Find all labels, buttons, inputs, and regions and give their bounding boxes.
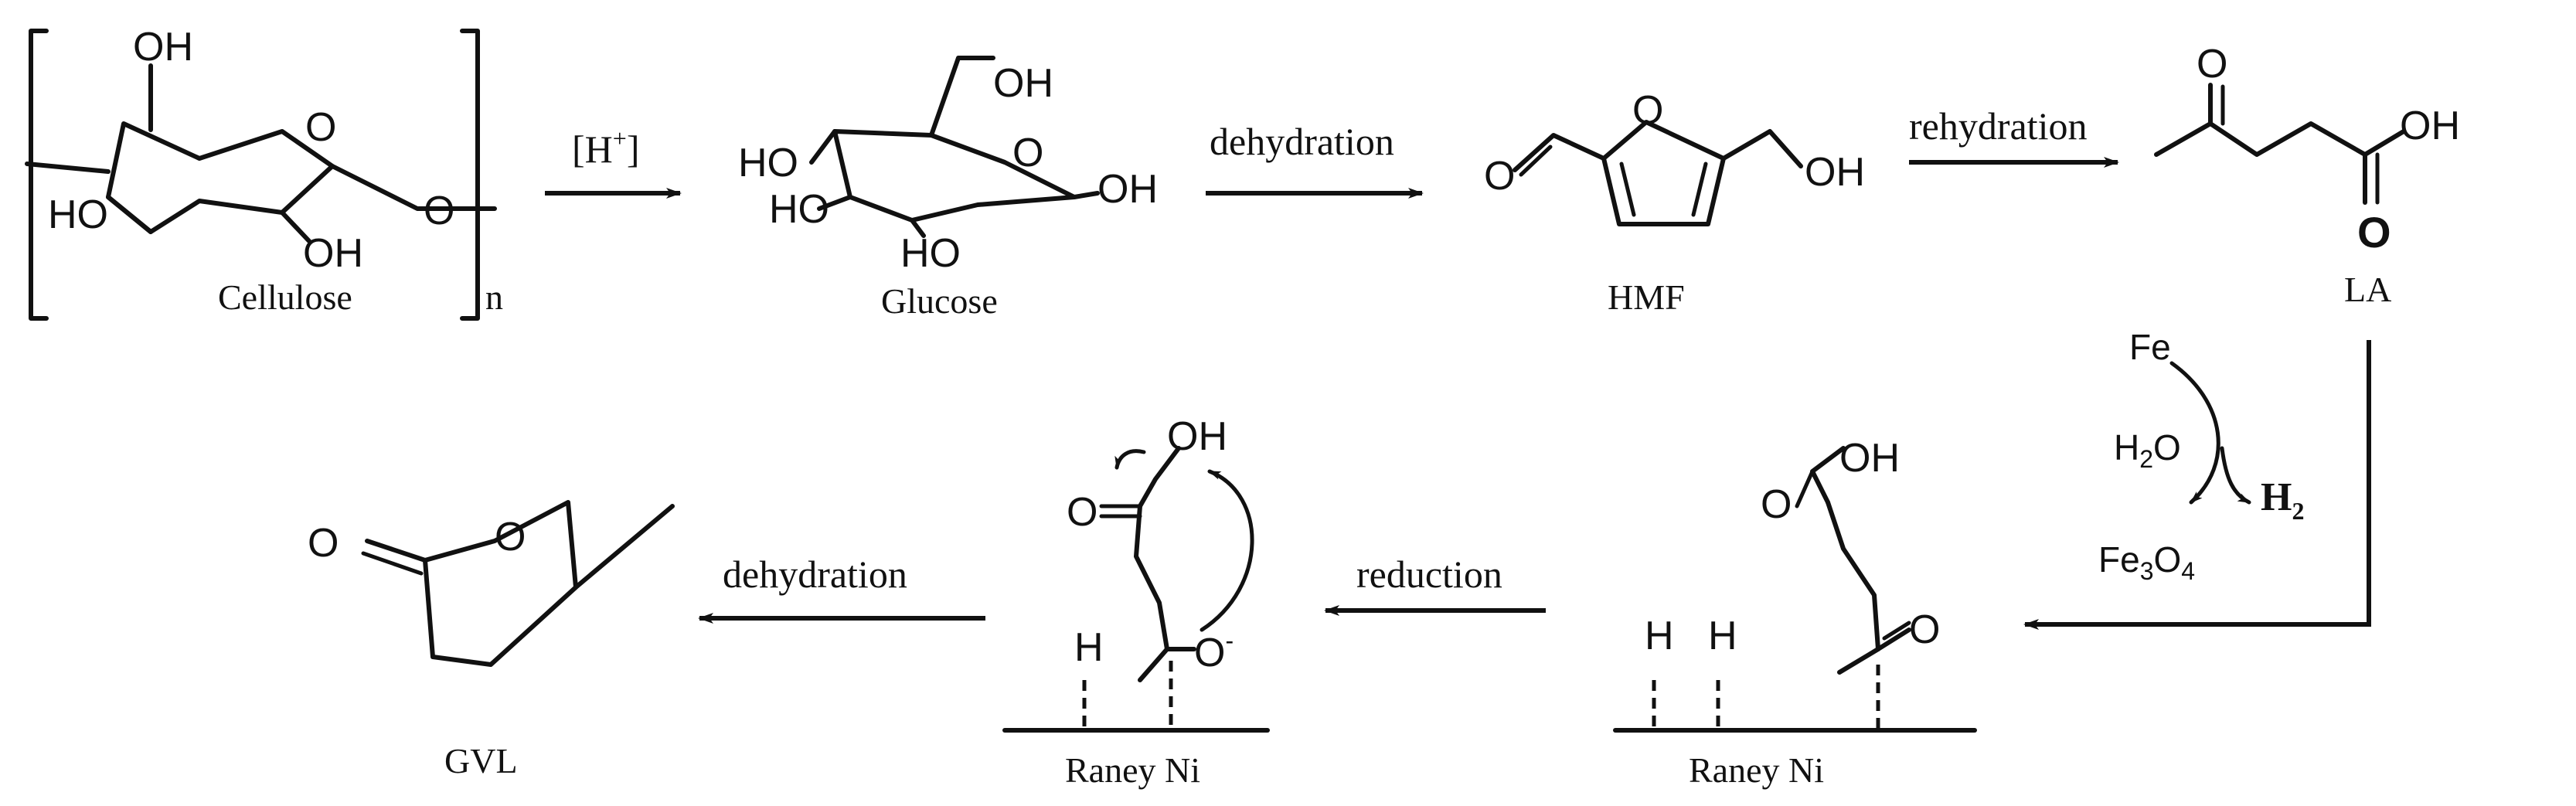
glucose-ho-1: HO: [738, 141, 798, 185]
intermediate-oh: OH: [1167, 414, 1227, 459]
gvl-methyl: [573, 504, 675, 590]
hmf-aldehyde-o: O: [1484, 154, 1515, 199]
gvl-structure: O O GVL: [308, 500, 675, 780]
cellulose-oh-top: OH: [133, 25, 193, 70]
gvl-carbonyl-double: [361, 551, 424, 576]
glucose-c1-bond: [1072, 191, 1100, 199]
cellulose-ring: [106, 121, 335, 234]
raney-ni-label-middle: Raney Ni: [1065, 750, 1200, 790]
glucose-ho-2: HO: [769, 187, 829, 232]
rehydration-label: rehydration: [1909, 104, 2087, 148]
furan-double-bond-1: [1619, 162, 1636, 217]
glucose-c4-bond: [809, 129, 837, 165]
fe-label: Fe: [2129, 327, 2171, 367]
glucose-structure: OH O HO HO HO OH Glucose: [738, 56, 1158, 321]
glucose-ch2oh-bond: [929, 56, 995, 138]
furan-double-bond-2: [1691, 162, 1708, 217]
glucose-oh-anomeric: OH: [1097, 167, 1158, 212]
left-link-bond: [25, 162, 111, 174]
la-chain: [2154, 121, 2367, 157]
furan-ring: [1601, 120, 1726, 226]
glucose-ring-o: O: [1012, 131, 1043, 175]
dehydration-label-2: dehydration: [723, 553, 907, 596]
adsorbed-chain: [1826, 500, 1880, 651]
intermediate-carbonyl-o: O: [1067, 490, 1097, 535]
cellulose-ring-o: O: [305, 105, 336, 150]
gvl-ring-o: O: [495, 515, 526, 559]
adsorbed-methyl: [1837, 647, 1880, 675]
aldehyde-double-bond: [1519, 145, 1553, 177]
la-acid-oh-bond: [2363, 129, 2406, 157]
hmf-structure: O O OH HMF: [1484, 88, 1865, 317]
fe3o4-label: Fe3O4: [2098, 539, 2195, 585]
adsorbed-acid-co-double: [1795, 469, 1815, 508]
cellulose-glycosidic-o: O: [424, 189, 454, 233]
raney-ni-label-right: Raney Ni: [1689, 750, 1824, 790]
adsorbed-acid-o: O: [1761, 482, 1792, 527]
la-oh: OH: [2400, 104, 2460, 148]
glucose-ring: [832, 129, 1077, 223]
glucose-c3-bond: [817, 195, 852, 211]
intermediate-acid-bond: [1138, 446, 1181, 508]
glucose-label: Glucose: [881, 281, 998, 321]
hmf-oh: OH: [1805, 150, 1865, 195]
adsorbed-acid-oh: OH: [1839, 436, 1900, 481]
la-label: LA: [2344, 270, 2391, 309]
adsorbed-h-1: H: [1645, 614, 1674, 658]
step-rehydration: rehydration: [1909, 104, 2119, 168]
intermediate-structure: OH O H O- Raney Ni: [1002, 414, 1270, 790]
glucose-c2-bond: [910, 218, 926, 238]
repeat-unit-n: n: [485, 277, 503, 317]
water-to-h2-curved-arrow: [2220, 446, 2251, 505]
reduction-label: reduction: [1356, 553, 1502, 596]
cellulose-ho-left: HO: [48, 192, 108, 237]
right-bracket: [460, 29, 480, 321]
oh-leaving-arrow: [1114, 449, 1146, 470]
oh-bond: [280, 210, 311, 243]
adsorbed-la-structure: H H OH O O Raney Ni: [1613, 436, 1977, 790]
step-dehydration-2: dehydration: [698, 553, 985, 624]
h2o-label: H2O: [2114, 427, 2181, 473]
cellulose-oh-bottom: OH: [303, 231, 363, 276]
adsorbed-acid-bond: [1810, 446, 1846, 505]
glucose-oh-top: OH: [993, 61, 1053, 106]
hmf-ring-o: O: [1632, 88, 1663, 133]
la-carbonyl-o: O: [2357, 208, 2391, 257]
h2-product-label: H2: [2261, 475, 2304, 525]
cellulose-label: Cellulose: [218, 277, 352, 317]
alkoxide-o: O-: [1194, 627, 1234, 675]
right-link-bond: [330, 164, 497, 211]
step-reduction: reduction: [1324, 553, 1546, 616]
fe-water-reaction: Fe H2O H2 Fe3O4: [2023, 327, 2371, 630]
hmf-label: HMF: [1608, 277, 1685, 317]
arrow-la-to-adsorbed: [2023, 340, 2371, 630]
gvl-carbonyl: [365, 539, 427, 563]
intermediate-chain: [1134, 504, 1169, 651]
acid-catalyst-label: [H+]: [572, 124, 639, 171]
adsorbed-h-2: H: [1708, 614, 1737, 658]
left-bracket: [29, 29, 49, 321]
dehydration-label-1: dehydration: [1210, 120, 1394, 163]
adsorbed-ketone-o: O: [1909, 607, 1940, 652]
intermediate-methyl: [1138, 647, 1169, 682]
step-hydrolysis: [H+]: [545, 124, 682, 199]
aldehyde-bond: [1513, 133, 1606, 172]
levulinic-acid-structure: O OH O LA: [2154, 42, 2460, 309]
nucleophilic-attack-arrow: [1200, 469, 1254, 632]
hydroxymethyl-bond: [1721, 129, 1803, 168]
glucose-ho-3: HO: [900, 231, 961, 276]
step-dehydration-1: dehydration: [1206, 120, 1424, 199]
intermediate-h: H: [1074, 625, 1104, 670]
cellulose-structure: OH O HO OH O Cellulose n: [25, 25, 503, 321]
gvl-label: GVL: [444, 741, 518, 780]
gvl-carbonyl-o: O: [308, 521, 339, 566]
adsorbed-co-double: [1882, 621, 1911, 641]
la-ketone-o: O: [2197, 42, 2227, 87]
fe-to-fe3o4-curved-arrow: [2169, 361, 2220, 505]
ring-edge: [106, 195, 153, 234]
adsorbed-co: [1876, 627, 1911, 651]
